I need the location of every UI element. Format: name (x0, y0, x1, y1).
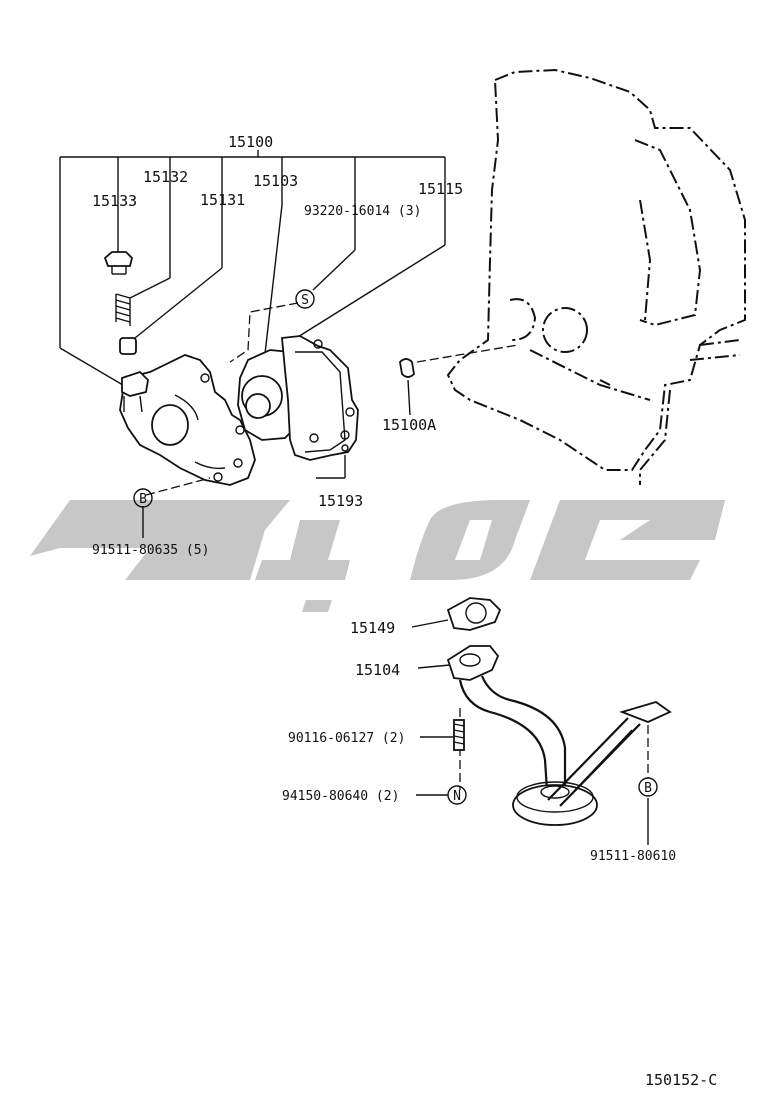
stud-bolt (453, 719, 465, 751)
part-number-15133: 15133 (92, 192, 137, 210)
part-number-15193: 15193 (318, 492, 363, 510)
strainer-gasket (446, 597, 502, 631)
part-number-15149: 15149 (350, 619, 395, 637)
relief-valve-spring (115, 293, 131, 326)
oil-pump-body (119, 354, 256, 486)
part-number-94150-80640: 94150-80640 (2) (282, 789, 399, 804)
marker-b-label: B (139, 492, 147, 507)
marker-s: S (295, 289, 315, 309)
oil-seal-15100a (399, 358, 415, 378)
assembly-bracket (59, 150, 446, 389)
oil-strainer (446, 645, 672, 826)
part-number-15104: 15104 (355, 661, 400, 679)
part-number-93220-16014: 93220-16014 (3) (304, 204, 421, 219)
leader-lines (142, 379, 649, 845)
marker-s-label: S (301, 293, 309, 308)
part-number-91511-80610: 91511-80610 (590, 849, 676, 864)
part-number-15103: 15103 (253, 172, 298, 190)
marker-b-pump: B (133, 488, 153, 508)
part-number-15100a: 15100A (382, 416, 436, 434)
part-number-15131: 15131 (200, 191, 245, 209)
oil-pump-cover (281, 335, 359, 461)
diagram-code: 150152-C (645, 1071, 717, 1089)
relief-valve (119, 337, 137, 355)
part-number-15115: 15115 (418, 180, 463, 198)
part-number-90116-06127: 90116-06127 (2) (288, 731, 405, 746)
marker-b-strainer: B (638, 777, 658, 797)
marker-n-label: N (453, 789, 461, 804)
relief-valve-plug (103, 251, 133, 275)
engine-block-outline (446, 68, 746, 485)
watermark-logo (30, 500, 725, 612)
part-number-91511-80635: 91511-80635 (5) (92, 543, 209, 558)
part-number-15100: 15100 (228, 133, 273, 151)
part-number-15132: 15132 (143, 168, 188, 186)
marker-b-label: B (644, 781, 652, 796)
marker-n: N (447, 785, 467, 805)
